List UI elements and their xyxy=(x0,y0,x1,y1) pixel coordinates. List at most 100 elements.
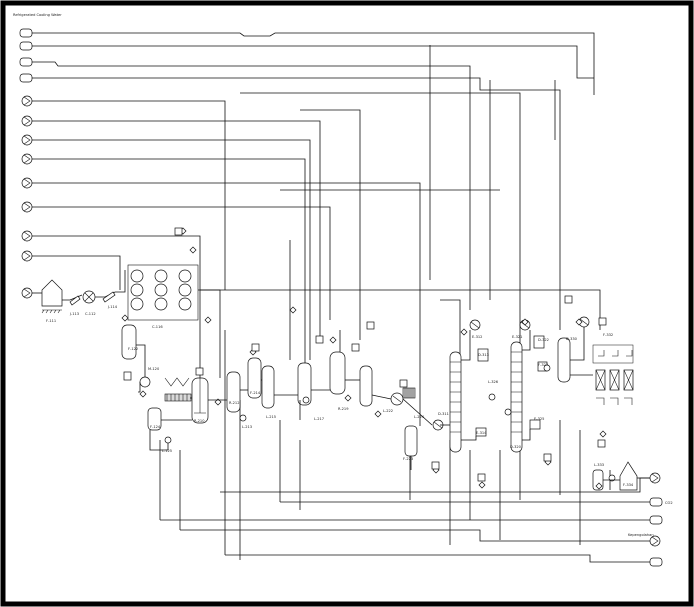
svg-text:J-113: J-113 xyxy=(69,312,79,316)
stream-arrow-7[interactable] xyxy=(21,134,33,146)
equip-j113[interactable]: J-113 xyxy=(69,295,81,316)
equip-l326[interactable]: L-326 xyxy=(488,380,512,416)
equip-d330[interactable]: D-330 xyxy=(557,316,590,383)
equip-l217[interactable]: L-217 xyxy=(297,362,324,421)
stream-arrow-8[interactable] xyxy=(21,153,33,165)
svg-text:E-312: E-312 xyxy=(472,335,482,339)
equip-r210[interactable]: R-210 xyxy=(191,377,209,424)
svg-text:E-325: E-325 xyxy=(534,417,544,421)
svg-text:F-124: F-124 xyxy=(150,425,161,429)
svg-text:E-321: E-321 xyxy=(512,335,522,339)
svg-text:F-334: F-334 xyxy=(623,483,634,487)
svg-text:L-333: L-333 xyxy=(594,463,604,467)
equip-m120[interactable]: M-120 xyxy=(138,367,192,402)
stream-arrow-12[interactable] xyxy=(21,250,33,262)
stream-tag-4[interactable] xyxy=(19,73,33,83)
equip-l224[interactable]: L-224 xyxy=(402,387,425,419)
equip-e325[interactable]: E-325 xyxy=(529,417,544,430)
stream-arrow-11[interactable] xyxy=(21,230,33,242)
equip-f214[interactable]: F-214 xyxy=(247,357,262,399)
equip-l125[interactable]: L-125 xyxy=(162,436,172,453)
inlet-streams: Refrigerated Cooling Water xyxy=(13,13,62,299)
svg-text:F-332: F-332 xyxy=(603,333,613,337)
pump-311[interactable] xyxy=(488,393,496,401)
equip-r219[interactable]: R-219 xyxy=(329,351,349,411)
svg-text:L-213: L-213 xyxy=(242,425,252,429)
equip-f334[interactable]: F-334 xyxy=(619,461,638,491)
pump-334[interactable] xyxy=(608,474,616,482)
equip-d320[interactable]: D-320 xyxy=(510,341,523,453)
svg-text:R-219: R-219 xyxy=(338,407,349,411)
equip-e314[interactable]: E-314 xyxy=(475,427,487,437)
svg-text:L-224: L-224 xyxy=(414,415,425,419)
equip-j114[interactable]: J-114 xyxy=(102,291,118,309)
stream-tag-3[interactable] xyxy=(19,57,33,67)
equip-d311[interactable]: D-311 xyxy=(438,351,462,453)
stream-arrow-6[interactable] xyxy=(21,115,33,127)
column-internal-lines xyxy=(440,327,650,481)
equip-f223[interactable]: F-223 xyxy=(403,425,418,461)
outlet-tag-5[interactable] xyxy=(649,557,663,567)
stream-tag-2[interactable] xyxy=(19,41,33,51)
svg-text:F-214: F-214 xyxy=(250,391,261,395)
equip-f332[interactable]: F-332 xyxy=(592,333,634,405)
section-reaction: M-120 F-124 L-125 R-210 R-212 L-213 xyxy=(138,306,440,474)
svg-text:L-215: L-215 xyxy=(266,415,276,419)
stream-arrow-10[interactable] xyxy=(21,201,33,213)
equip-f111[interactable]: F-111 xyxy=(41,279,63,323)
equip-f122[interactable]: F-122 xyxy=(121,324,138,360)
stream-arrow-5[interactable] xyxy=(21,95,33,107)
svg-text:C-112: C-112 xyxy=(85,312,96,316)
svg-text:D-320: D-320 xyxy=(510,445,522,449)
outlet-arrow-4[interactable] xyxy=(649,535,661,547)
equip-c112[interactable]: C-112 xyxy=(82,290,96,316)
control-valves-reaction[interactable] xyxy=(139,306,440,474)
svg-text:C-116: C-116 xyxy=(152,325,163,329)
outlet-lines xyxy=(159,330,650,563)
svg-text:R-212: R-212 xyxy=(229,401,240,405)
outlet-tag-2[interactable] xyxy=(649,497,663,507)
outlet-arrow-1[interactable] xyxy=(649,472,661,484)
svg-text:F-223: F-223 xyxy=(403,457,413,461)
svg-text:F-122: F-122 xyxy=(128,347,138,351)
equip-tank-mid[interactable] xyxy=(359,365,373,407)
outlet-label-kepengolahan: Kepengolahan xyxy=(628,533,654,537)
stream-label-1: Refrigerated Cooling Water xyxy=(13,13,62,17)
control-valves-feed[interactable] xyxy=(121,227,212,381)
stream-arrow-9[interactable] xyxy=(21,177,33,189)
process-lines xyxy=(136,240,433,470)
outlet-tag-3[interactable] xyxy=(649,515,663,525)
svg-text:F-111: F-111 xyxy=(46,319,56,323)
equip-l215[interactable]: L-215 xyxy=(261,365,276,419)
svg-text:R-210: R-210 xyxy=(194,419,205,423)
section-distillation: D-311 E-312 D-313 E-314 D-320 E-321 xyxy=(432,295,650,491)
svg-text:E-314: E-314 xyxy=(476,431,487,435)
equip-f124[interactable]: F-124 xyxy=(147,407,162,431)
equip-e312[interactable]: E-312 xyxy=(469,319,482,339)
pump-321[interactable] xyxy=(543,364,551,372)
section-feed: F-111 J-113 C-112 J-114 C-116 F- xyxy=(32,227,212,381)
svg-text:F-323: F-323 xyxy=(538,363,548,367)
outlet-label-co2: CO2 xyxy=(665,501,673,505)
svg-text:L-125: L-125 xyxy=(162,449,172,453)
equip-d322[interactable]: D-322 xyxy=(533,335,549,349)
control-valves-distillation[interactable] xyxy=(460,295,633,490)
equip-c116[interactable]: C-116 xyxy=(127,264,199,329)
svg-text:D-313: D-313 xyxy=(478,353,489,357)
svg-text:L-326: L-326 xyxy=(488,380,499,384)
svg-text:D-330: D-330 xyxy=(566,337,578,341)
equip-d313[interactable]: D-313 xyxy=(477,348,489,362)
equip-l213[interactable]: L-213 xyxy=(239,414,252,429)
equip-r212[interactable]: R-212 xyxy=(226,371,241,413)
svg-text:D-311: D-311 xyxy=(438,412,449,416)
svg-text:D-322: D-322 xyxy=(538,338,549,342)
stream-tag-1[interactable] xyxy=(19,28,33,38)
svg-text:L-222: L-222 xyxy=(383,409,393,413)
stream-arrow-feed[interactable] xyxy=(21,287,33,299)
svg-text:J-114: J-114 xyxy=(107,305,118,309)
svg-text:L-217: L-217 xyxy=(314,417,324,421)
header-lines xyxy=(32,32,601,400)
equip-l222[interactable]: L-222 xyxy=(383,392,404,413)
